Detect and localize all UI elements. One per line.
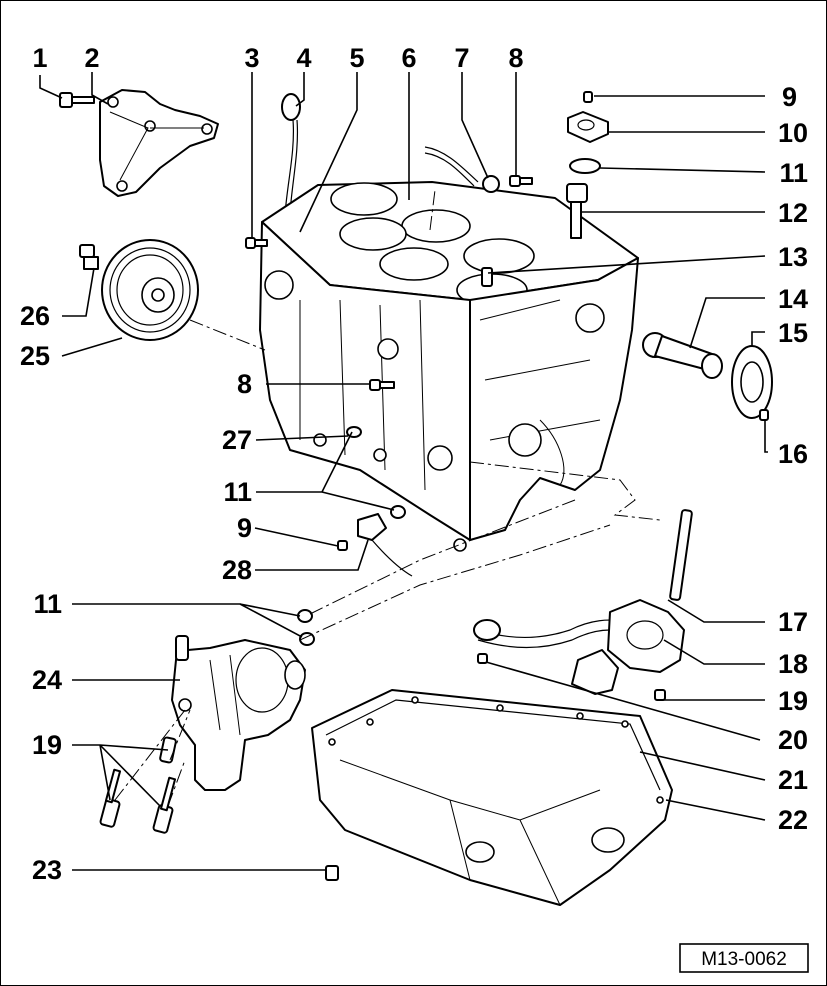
callout-label: 16 xyxy=(778,439,808,469)
callout-label: 10 xyxy=(778,118,808,148)
bolt-icon xyxy=(477,653,488,664)
callout-label: 7 xyxy=(454,43,469,73)
pulley-icon xyxy=(101,239,199,341)
callout-label: 27 xyxy=(222,425,252,455)
bolt-icon xyxy=(79,244,99,270)
callout-label: 8 xyxy=(237,369,252,399)
callout-label: 3 xyxy=(244,43,259,73)
callout-label: 20 xyxy=(778,725,808,755)
callout-label: 8 xyxy=(508,43,523,73)
callout-label: 9 xyxy=(237,513,252,543)
callout-label: 26 xyxy=(20,301,50,331)
callout-label: 5 xyxy=(349,43,364,73)
bolt-icon xyxy=(509,175,533,187)
callout-label: 24 xyxy=(32,665,62,695)
callout-label: 13 xyxy=(778,242,808,272)
cap-icon xyxy=(567,111,609,143)
bolt-icon xyxy=(654,689,666,701)
bolt-icon xyxy=(369,379,395,391)
callout-labels: 1 2 3 4 5 6 7 8 9 10 11 12 13 14 15 16 2… xyxy=(20,43,808,885)
o-ring-icon xyxy=(346,426,362,438)
callout-label: 17 xyxy=(778,607,808,637)
oil-pump-icon xyxy=(473,599,685,695)
oil-pan-icon xyxy=(311,689,673,906)
o-ring-icon xyxy=(390,505,406,519)
callout-label: 2 xyxy=(84,43,99,73)
spray-jet-icon xyxy=(481,267,493,287)
callout-label: 1 xyxy=(32,43,47,73)
bolt-icon xyxy=(337,540,348,551)
assembly-line xyxy=(114,189,661,807)
drive-shaft-icon xyxy=(642,332,723,379)
callout-label: 22 xyxy=(778,805,808,835)
bolt-icon xyxy=(325,865,339,881)
reference-code-box: M13-0062 xyxy=(679,943,809,973)
bolt-icon xyxy=(59,92,95,108)
callout-label: 4 xyxy=(296,43,311,73)
reference-code: M13-0062 xyxy=(701,949,787,970)
cylinder-block-icon xyxy=(259,181,639,552)
oil-filter-housing-icon xyxy=(171,635,306,791)
callout-label: 9 xyxy=(782,82,797,112)
o-ring-icon xyxy=(297,609,315,646)
bracket-icon xyxy=(99,89,219,197)
callout-label: 11 xyxy=(33,589,62,619)
callout-label: 11 xyxy=(223,477,252,507)
bolt-icon xyxy=(759,409,769,421)
callout-label: 21 xyxy=(778,765,808,795)
callout-label: 15 xyxy=(778,318,808,348)
bolt-icon xyxy=(583,91,593,103)
sensor-cable-icon xyxy=(424,146,500,193)
leader-lines xyxy=(39,72,768,871)
drive-shaft-icon xyxy=(566,183,588,239)
callout-label: 23 xyxy=(32,855,62,885)
oil-pressure-switch-icon xyxy=(357,513,413,577)
o-ring-icon xyxy=(569,158,601,174)
callout-label: 19 xyxy=(778,686,808,716)
callout-label: 18 xyxy=(778,649,808,679)
callout-label: 6 xyxy=(401,43,416,73)
callout-label: 14 xyxy=(778,284,808,314)
bolt-icon xyxy=(245,237,268,249)
drive-shaft-icon xyxy=(669,509,693,601)
callout-label: 19 xyxy=(32,730,62,760)
callout-label: 12 xyxy=(778,198,808,228)
bolt-icon xyxy=(152,776,177,834)
flange-icon xyxy=(731,345,773,419)
callout-label: 25 xyxy=(20,341,50,371)
callout-label: 28 xyxy=(222,555,252,585)
callout-label: 11 xyxy=(779,158,808,188)
